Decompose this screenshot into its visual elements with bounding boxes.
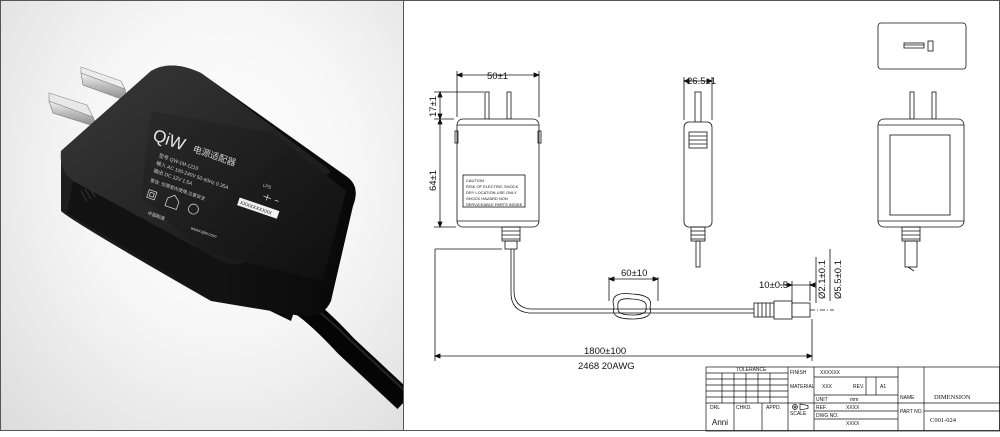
dim-pins: 17±1 [428, 96, 439, 117]
dim-plug-length: 10±0.5 [759, 280, 788, 291]
dim-inner-diameter: Ø2.1±0.1 [817, 260, 828, 299]
cable-assembly [510, 249, 834, 320]
dimension-lines [434, 71, 541, 229]
caution-line: RISK OF ELECTRIC SHOCK [466, 184, 519, 189]
caution-line: DRY LOCATION USE ONLY [466, 190, 517, 195]
caution-label [462, 174, 526, 208]
dim-cable-length: 1800±100 [584, 346, 626, 357]
tolerance-header: TOLERANCE [736, 367, 767, 373]
back-view [877, 91, 965, 272]
finish-label: FINISH [790, 370, 807, 376]
rev-label: REV. [853, 384, 864, 390]
caution-line: CAUTION [466, 178, 484, 183]
dim-coil: 60±10 [621, 268, 647, 279]
dim-width: 50±1 [487, 71, 508, 82]
material-value: XXX [822, 384, 833, 390]
part-number: C001-024 [930, 417, 957, 424]
unit-label: UNIT [816, 397, 828, 403]
adapter-photo: QiW 电源适配器 型号 QW-1M-1210 输入 AC 100-240V 5… [48, 65, 403, 410]
finish-value: XXXXXX [820, 370, 841, 376]
serial-box [237, 197, 280, 219]
dimension-drawing: 50±1 26.5±1 17±1 64±1 60±10 10±0.5 Ø2.1±… [428, 22, 1000, 432]
front-view [454, 91, 542, 250]
drawn-by: Anni [712, 418, 728, 427]
checked-label: CHKD. [736, 405, 752, 411]
side-dimension [682, 77, 714, 120]
double-insulation-icon [146, 189, 158, 201]
part-label: PART NO. [900, 409, 923, 415]
caution-line: SHOCK HAZARD NON [466, 196, 508, 201]
unit-value: mm [850, 397, 858, 403]
projection-symbol [792, 404, 798, 410]
adapter-body [60, 65, 356, 317]
scale-label: SCALE [790, 411, 807, 417]
name-label: NAME [900, 395, 915, 401]
top-view [877, 22, 967, 70]
caution-line: SERVICEABLE PARTS INSIDE [466, 202, 523, 207]
dc-plug [753, 302, 775, 318]
dim-outer-diameter: Ø5.5±0.1 [833, 260, 844, 299]
material-label: MATERIAL [790, 384, 815, 390]
cable-dims [433, 248, 831, 361]
indoor-use-icon [164, 194, 180, 211]
dwg-label: DWG NO. [816, 413, 839, 419]
rev-value: A1 [880, 384, 886, 390]
plug-prongs [48, 66, 128, 128]
title-block: TOLERANCE FINISH XXXXXX MATERIAL XXX REV… [705, 366, 1000, 432]
technical-drawing: 50±1 26.5±1 17±1 64±1 60±10 10±0.5 Ø2.1±… [404, 0, 1000, 432]
approved-label: APPD. [766, 405, 781, 411]
ccc-mark-icon [188, 203, 199, 215]
side-view [683, 91, 713, 268]
dwg-value: XXXX [846, 421, 860, 427]
dim-height: 64±1 [428, 170, 439, 191]
ref-value: XXXX [846, 405, 860, 411]
product-photo: QiW 电源适配器 型号 QW-1M-1210 输入 AC 100-240V 5… [0, 0, 404, 431]
cable-coil [612, 293, 651, 320]
dim-depth: 26.5±1 [687, 76, 716, 87]
polarity-icon [263, 194, 279, 202]
ref-label: REF. [816, 405, 827, 411]
cable-spec: 2468 20AWG [578, 361, 635, 372]
drawing-name: DIMENSION [934, 394, 971, 401]
drawn-label: DRL [710, 405, 720, 411]
lps-mark: LPS [262, 183, 272, 191]
